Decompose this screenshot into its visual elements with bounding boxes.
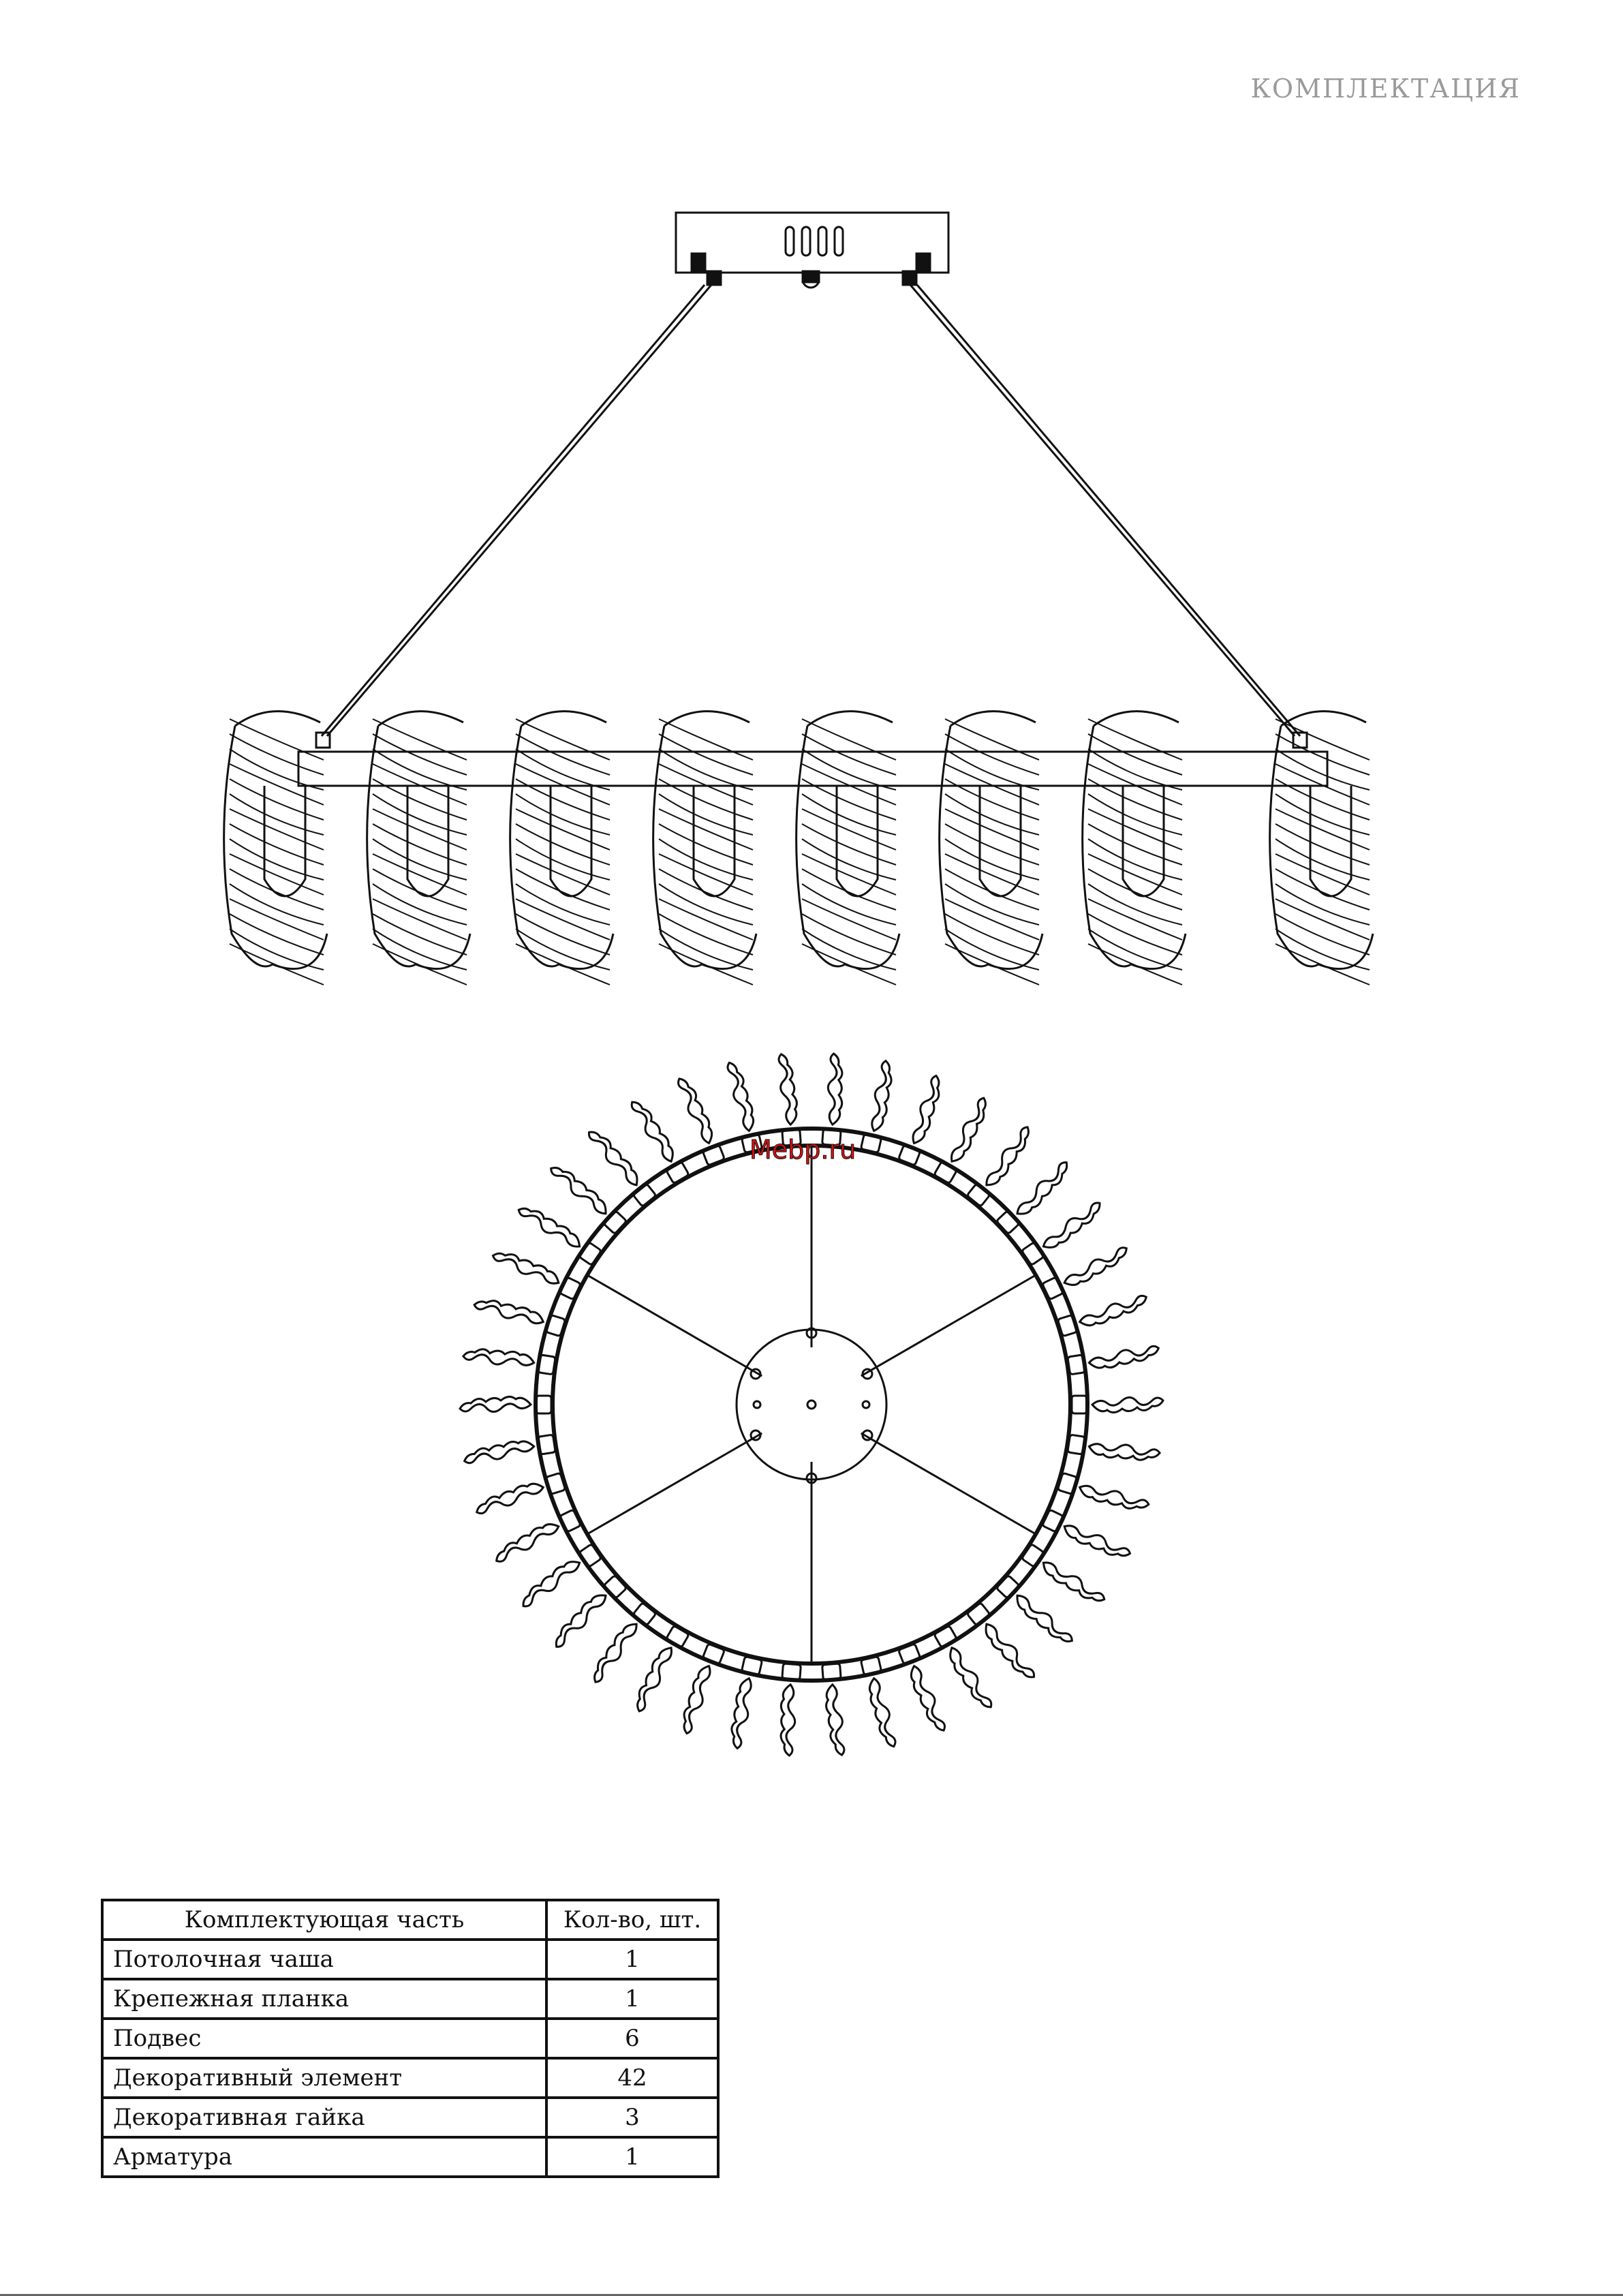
canopy-hole xyxy=(863,1401,869,1408)
ring-decorative-element xyxy=(548,1159,627,1234)
cable-left xyxy=(322,285,705,736)
ring-decorative-element xyxy=(628,1625,690,1713)
center-canopy xyxy=(737,1330,886,1480)
table-header-row: Комплектующая часть Кол-во, шт. xyxy=(102,1900,718,1940)
ring-decorative-element xyxy=(934,1096,995,1184)
cable-left-2 xyxy=(327,285,711,736)
spoke xyxy=(861,1275,1036,1376)
side-view-drawing xyxy=(224,213,1373,985)
header-part: Комплектующая часть xyxy=(102,1900,546,1940)
ring-decorative-element xyxy=(516,1199,601,1266)
watermark: Mebp.ru xyxy=(749,1135,856,1165)
cable-right xyxy=(917,285,1300,736)
part-name: Декоративная гайка xyxy=(102,2098,546,2137)
ceiling-canopy xyxy=(676,213,948,273)
ring-decorative-element xyxy=(628,1096,690,1184)
part-name: Крепежная планка xyxy=(102,1979,546,2019)
part-qty: 1 xyxy=(546,1940,718,1979)
table-row: Крепежная планка 1 xyxy=(102,1979,718,2019)
ring-decorative-element xyxy=(516,1544,601,1610)
part-qty: 42 xyxy=(546,2058,718,2098)
part-qty: 1 xyxy=(546,1979,718,2019)
top-view-drawing: Mebp.ru xyxy=(460,1053,1163,1756)
canopy-hole xyxy=(754,1401,760,1408)
ring-decorative-element xyxy=(585,1603,656,1685)
part-qty: 3 xyxy=(546,2098,718,2137)
table-row: Арматура 1 xyxy=(102,2137,718,2177)
canopy-hole xyxy=(807,1400,816,1409)
table-row: Подвес 6 xyxy=(102,2019,718,2058)
spoke xyxy=(861,1433,1036,1534)
table-row: Декоративная гайка 3 xyxy=(102,2098,718,2137)
canopy-slots xyxy=(786,227,843,256)
ring-decorative-element xyxy=(934,1625,995,1713)
table-row: Потолочная чаша 1 xyxy=(102,1940,718,1979)
ring-decorative-element xyxy=(1021,1544,1107,1610)
part-name: Декоративный элемент xyxy=(102,2058,546,2098)
cable-right-2 xyxy=(910,285,1295,736)
ring-decorative-element xyxy=(1021,1199,1107,1266)
part-name: Подвес xyxy=(102,2019,546,2058)
part-qty: 6 xyxy=(546,2019,718,2058)
part-name: Арматура xyxy=(102,2137,546,2177)
part-name: Потолочная чаша xyxy=(102,1940,546,1979)
ring-decorative-element xyxy=(996,1575,1075,1650)
parts-table: Комплектующая часть Кол-во, шт. Потолочн… xyxy=(101,1899,720,2178)
spoke xyxy=(587,1275,762,1376)
ring-decorative-element xyxy=(967,1124,1038,1206)
part-qty: 1 xyxy=(546,2137,718,2177)
table-row: Декоративный элемент 42 xyxy=(102,2058,718,2098)
header-qty: Кол-во, шт. xyxy=(546,1900,718,1940)
canopy-clamps xyxy=(692,254,930,285)
spoke xyxy=(587,1433,762,1534)
